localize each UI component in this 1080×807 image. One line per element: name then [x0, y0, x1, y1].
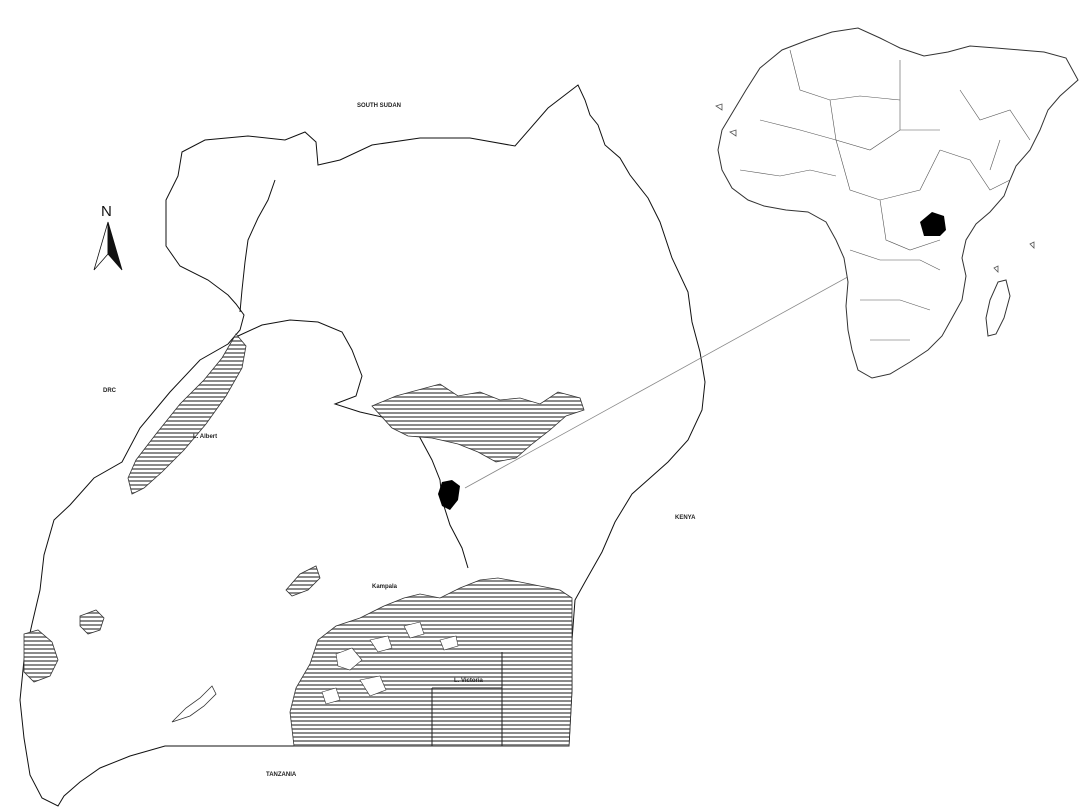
uganda-outline	[19, 84, 706, 807]
label-drc: DRC	[103, 388, 117, 394]
small-lake-southwest	[171, 685, 217, 723]
africa-inset	[715, 27, 1079, 379]
africa-borders	[739, 49, 1031, 341]
lake-albert	[127, 333, 247, 495]
victoria-islands	[321, 621, 459, 705]
uganda-highlight	[920, 212, 946, 236]
label-kampala: Kampala	[372, 584, 398, 590]
label-kenya: KENYA	[675, 515, 696, 521]
label-south-sudan: SOUTH SUDAN	[357, 103, 401, 109]
lake-wamala	[285, 565, 321, 597]
river-north	[239, 179, 276, 313]
uganda-map: SOUTH SUDAN DRC L. Albert KENYA Kampala …	[19, 84, 706, 807]
africa-outline	[717, 27, 1079, 379]
label-lake-victoria: L. Victoria	[454, 678, 484, 684]
study-area	[438, 480, 460, 510]
nile-line	[237, 319, 469, 569]
madagascar	[985, 279, 1011, 337]
north-arrow-right-half	[107, 221, 123, 271]
victoria-border-lines	[431, 652, 503, 746]
lake-edward	[23, 629, 59, 683]
small-islands	[715, 103, 1035, 273]
north-arrow: N	[93, 203, 123, 271]
north-letter: N	[101, 203, 112, 220]
north-arrow-left-half	[93, 221, 109, 271]
connector-line	[464, 235, 923, 489]
lake-george	[79, 609, 105, 635]
lake-victoria	[289, 577, 573, 747]
label-tanzania: TANZANIA	[266, 772, 297, 778]
lake-kyoga	[371, 383, 585, 463]
label-lake-albert: L. Albert	[193, 434, 217, 440]
